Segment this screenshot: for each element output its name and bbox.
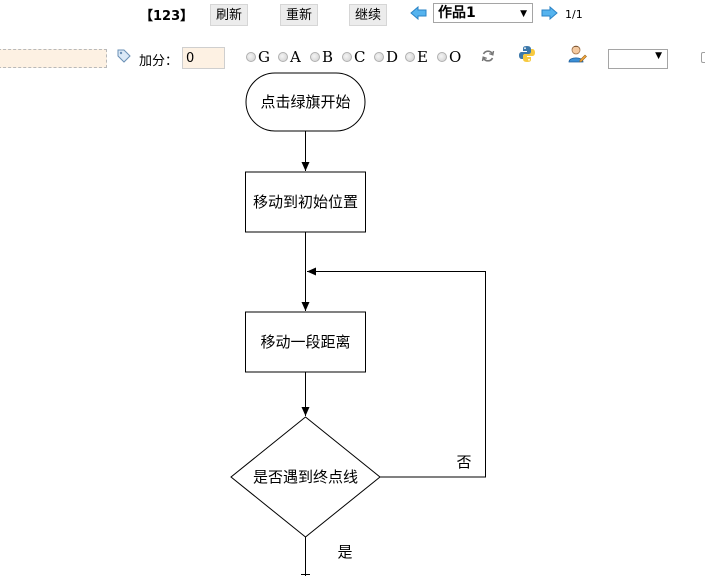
flow-loop-arrow bbox=[307, 267, 486, 478]
grade-option-b[interactable]: B bbox=[310, 48, 333, 66]
flow-step-move-distance bbox=[245, 311, 366, 373]
radio-circle[interactable] bbox=[437, 52, 447, 62]
radio-circle[interactable] bbox=[310, 52, 320, 62]
grade-option-c[interactable]: C bbox=[342, 48, 365, 66]
python-icon[interactable] bbox=[518, 45, 536, 63]
grade-option-label: D bbox=[386, 48, 399, 66]
flow-start-label: 点击绿旗开始 bbox=[260, 93, 350, 111]
radio-circle[interactable] bbox=[246, 52, 256, 62]
grade-option-label: G bbox=[258, 48, 270, 66]
radio-circle[interactable] bbox=[374, 52, 384, 62]
grade-option-label: E bbox=[417, 48, 428, 66]
refresh-icon[interactable] bbox=[481, 48, 495, 62]
score-input[interactable] bbox=[182, 47, 225, 69]
grade-option-d[interactable]: D bbox=[374, 48, 398, 66]
comment-field[interactable] bbox=[0, 49, 107, 68]
flow-decision-label: 是否遇到终点线 bbox=[253, 468, 358, 486]
flow-yes-label: 是 bbox=[337, 543, 352, 561]
continue-button[interactable]: 继续 bbox=[349, 4, 388, 26]
radio-circle[interactable] bbox=[342, 52, 352, 62]
flow-step-initial-position bbox=[245, 171, 366, 233]
class-select[interactable]: ▼ bbox=[608, 49, 668, 69]
work-select-value: 作品1 bbox=[438, 5, 476, 21]
flow-step-move-distance-label: 移动一段距离 bbox=[260, 333, 350, 351]
grade-option-e[interactable]: E bbox=[405, 48, 428, 66]
grade-option-label: B bbox=[322, 48, 334, 66]
grade-option-label: C bbox=[354, 48, 366, 66]
grade-option-g[interactable]: G bbox=[246, 48, 270, 66]
tag-icon bbox=[117, 48, 131, 63]
grade-option-a[interactable]: A bbox=[278, 48, 301, 66]
radio-circle[interactable] bbox=[278, 52, 288, 62]
checkbox[interactable] bbox=[701, 52, 705, 63]
restart-button[interactable]: 重新 bbox=[280, 4, 319, 26]
score-label: 加分： bbox=[139, 54, 179, 69]
radio-circle[interactable] bbox=[405, 52, 415, 62]
arrow-right-icon[interactable] bbox=[540, 5, 558, 21]
chevron-down-icon: ▼ bbox=[520, 9, 527, 19]
user-edit-icon[interactable] bbox=[567, 44, 587, 64]
page-indicator: 1/1 bbox=[565, 8, 583, 21]
flow-step-initial-position-label: 移动到初始位置 bbox=[253, 193, 358, 211]
flow-no-label: 否 bbox=[456, 453, 471, 471]
work-id-label: 【123】 bbox=[140, 9, 194, 24]
grade-option-label: A bbox=[290, 48, 301, 66]
work-select[interactable]: 作品1 ▼ bbox=[433, 3, 533, 23]
grade-option-o[interactable]: O bbox=[437, 48, 461, 66]
grade-option-label: O bbox=[449, 48, 462, 66]
refresh-button[interactable]: 刷新 bbox=[210, 4, 249, 26]
arrow-left-icon[interactable] bbox=[410, 5, 428, 21]
chevron-down-icon: ▼ bbox=[655, 51, 662, 61]
